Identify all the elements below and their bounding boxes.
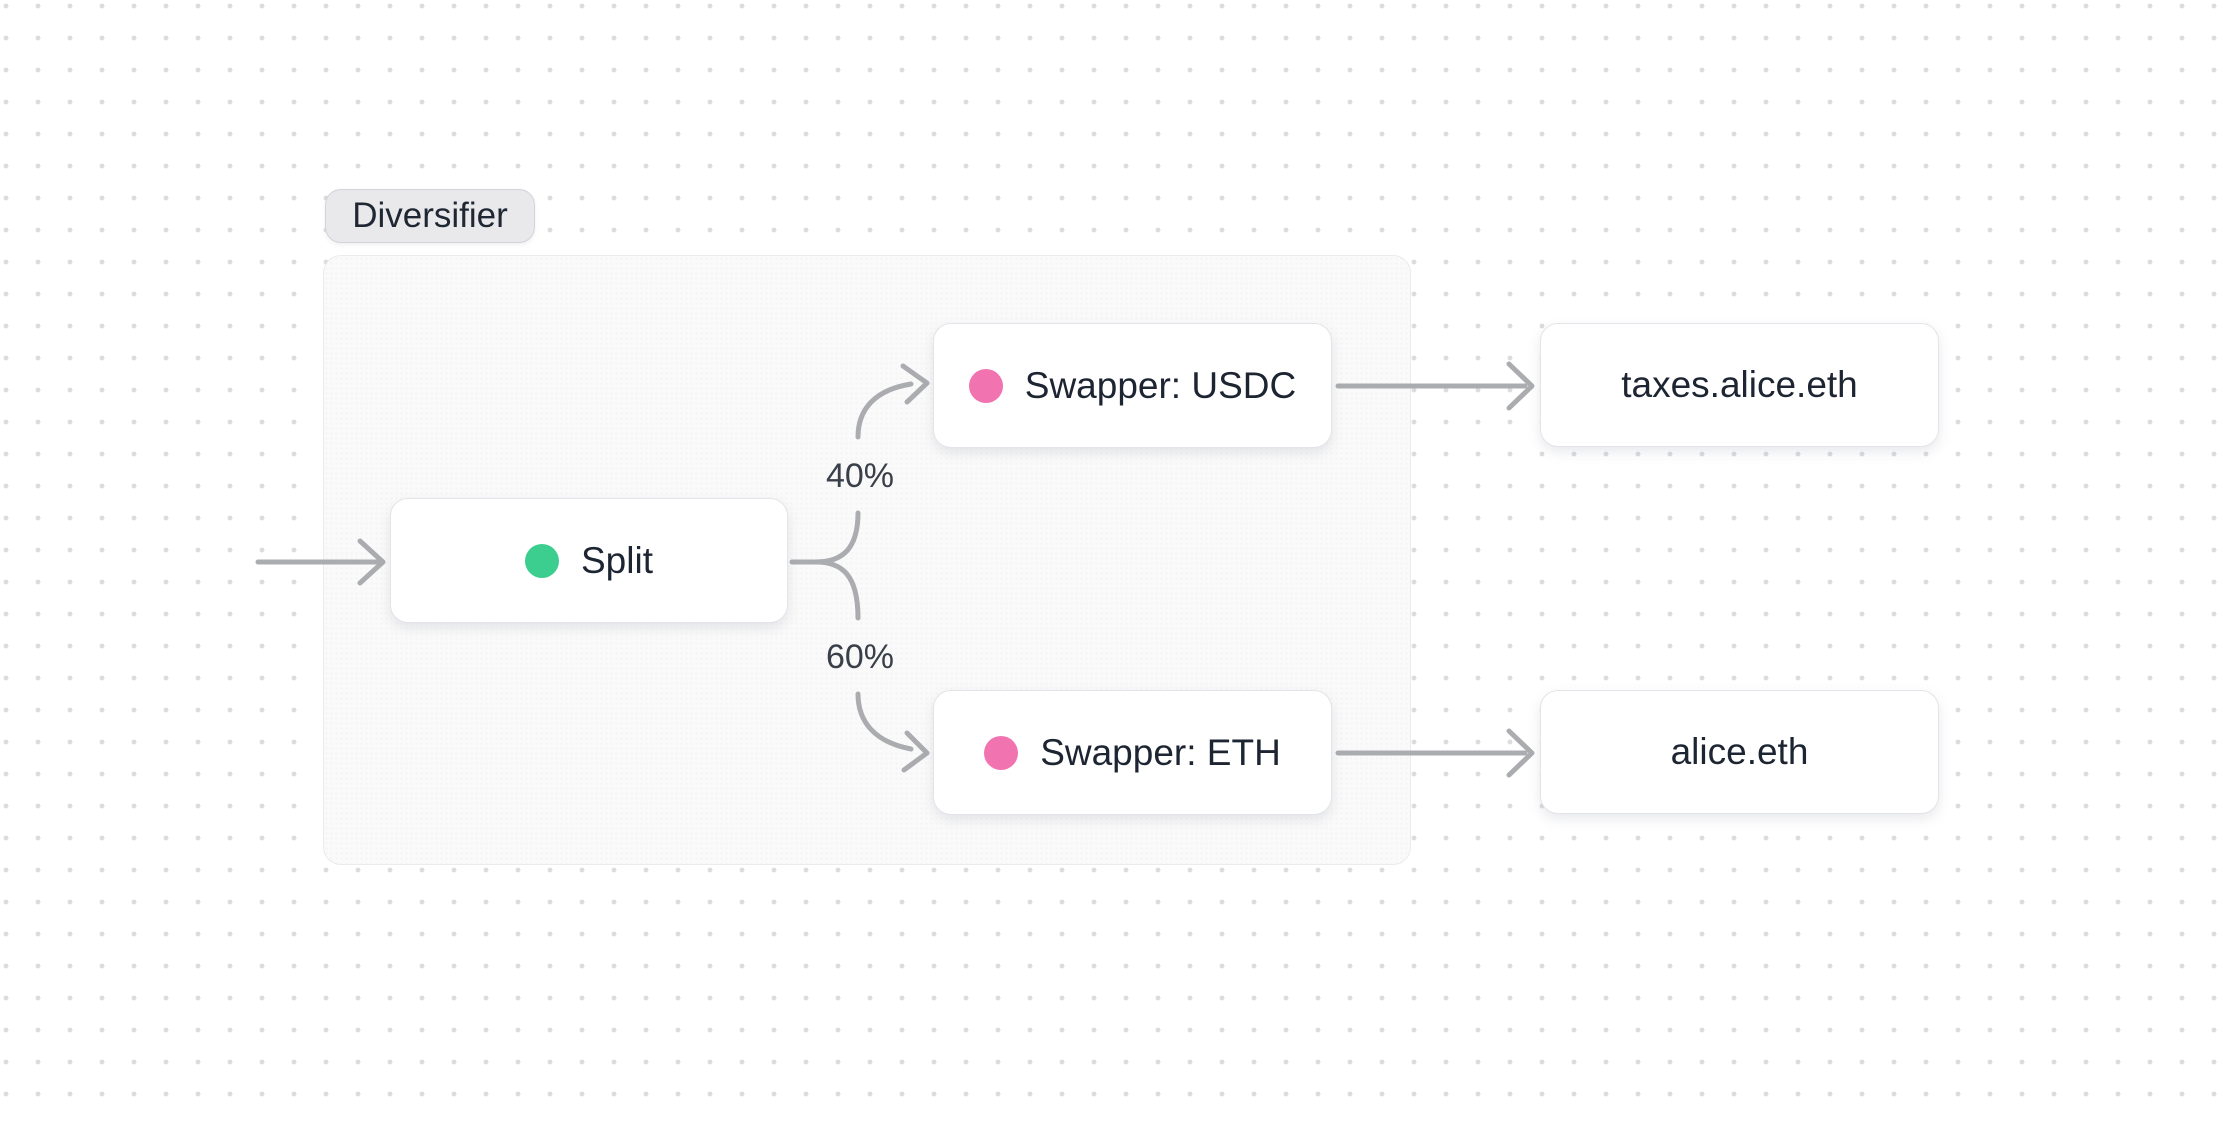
edge-label-60-percent: 60% bbox=[825, 638, 895, 676]
edge-split-to-eth-arc[interactable] bbox=[855, 691, 914, 752]
swapper-usdc-status-dot-icon bbox=[968, 368, 1003, 403]
edge-split-to-eth[interactable] bbox=[855, 691, 930, 773]
arrowhead-icon bbox=[1506, 361, 1535, 411]
arrowhead-icon bbox=[357, 538, 386, 586]
arrowhead-icon bbox=[900, 363, 930, 405]
edge-split-fork[interactable] bbox=[789, 510, 861, 621]
arrowhead-icon bbox=[1506, 728, 1535, 778]
node-swapper-eth-label: Swapper: ETH bbox=[1040, 731, 1281, 773]
edge-usdc-to-taxes[interactable] bbox=[1335, 361, 1535, 411]
group-label-text: Diversifier bbox=[352, 196, 508, 235]
node-swapper-usdc-label: Swapper: USDC bbox=[1024, 364, 1297, 406]
split-status-dot-icon bbox=[525, 543, 559, 578]
edge-split-to-usdc-arc[interactable] bbox=[855, 381, 914, 440]
node-alice-eth[interactable]: alice.eth bbox=[1540, 690, 1939, 814]
arrowhead-icon bbox=[901, 730, 930, 773]
node-taxes-alice-eth[interactable]: taxes.alice.eth bbox=[1540, 323, 1939, 447]
node-split[interactable]: Split bbox=[390, 498, 788, 623]
edge-incoming-to-split[interactable] bbox=[255, 538, 386, 586]
edge-split-to-usdc[interactable] bbox=[855, 363, 930, 440]
node-taxes-alice-eth-label: taxes.alice.eth bbox=[1621, 364, 1858, 405]
node-split-label: Split bbox=[581, 539, 653, 581]
edge-split-fork-path[interactable] bbox=[789, 510, 861, 621]
edge-eth-to-alice[interactable] bbox=[1335, 728, 1535, 778]
swapper-eth-status-dot-icon bbox=[984, 735, 1019, 770]
node-swapper-eth[interactable]: Swapper: ETH bbox=[933, 690, 1332, 815]
group-label-diversifier[interactable]: Diversifier bbox=[325, 189, 535, 243]
node-swapper-usdc[interactable]: Swapper: USDC bbox=[933, 323, 1332, 448]
node-alice-eth-label: alice.eth bbox=[1670, 731, 1809, 772]
edge-label-40-percent: 40% bbox=[825, 457, 895, 495]
edge-strokes bbox=[255, 361, 1535, 778]
